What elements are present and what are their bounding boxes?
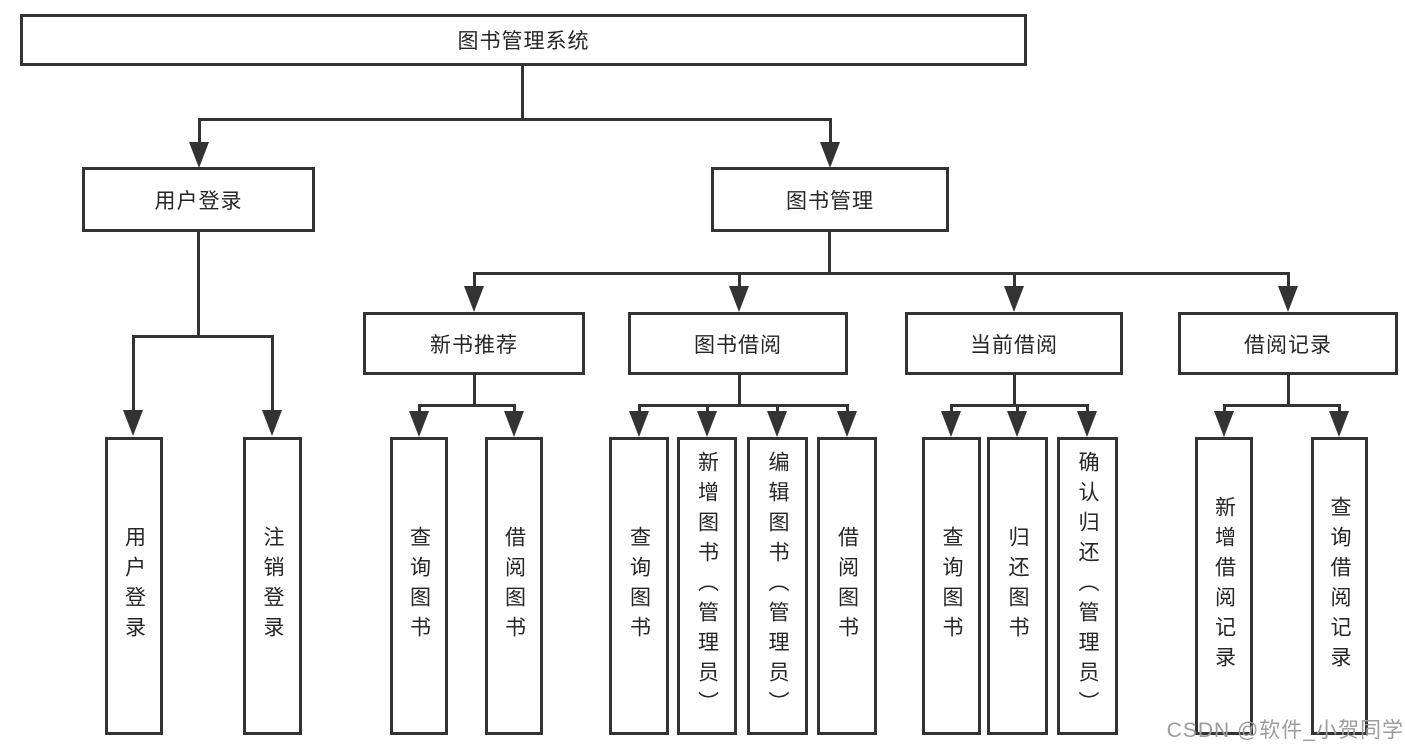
connector-vline bbox=[738, 275, 741, 287]
connector-vline bbox=[1287, 275, 1290, 287]
leaf-return-books: 归还图书 bbox=[987, 437, 1048, 735]
leaf-query-borrow-record: 查询借阅记录 bbox=[1311, 437, 1368, 735]
arrowhead-down-icon bbox=[504, 411, 524, 437]
connector-hline bbox=[198, 118, 832, 121]
node-library-management-system: 图书管理系统 bbox=[20, 14, 1027, 66]
connector-hline bbox=[950, 404, 1089, 407]
connector-vline bbox=[418, 407, 421, 412]
arrowhead-down-icon bbox=[941, 411, 961, 437]
connector-vline bbox=[706, 407, 709, 412]
connector-vline bbox=[1223, 407, 1226, 412]
leaf-add-books-admin: 新增图书（管理员） bbox=[677, 437, 737, 735]
connector-vline bbox=[198, 121, 201, 143]
connector-hline bbox=[418, 404, 516, 407]
connector-vline bbox=[473, 275, 476, 287]
connector-vline bbox=[1016, 407, 1019, 412]
connector-vline bbox=[950, 407, 953, 412]
leaf-confirm-return-admin: 确认归还（管理员） bbox=[1057, 437, 1118, 735]
connector-hline bbox=[473, 272, 1290, 275]
leaf-user-login: 用户登录 bbox=[105, 437, 163, 735]
connector-vline bbox=[1338, 407, 1341, 412]
arrowhead-down-icon bbox=[1007, 411, 1027, 437]
connector-vline bbox=[846, 407, 849, 412]
node-book-borrowing: 图书借阅 bbox=[628, 312, 848, 375]
connector-vline bbox=[513, 407, 516, 412]
arrowhead-down-icon bbox=[1329, 411, 1349, 437]
connector-vline bbox=[197, 232, 200, 338]
leaf-query-books-current: 查询图书 bbox=[922, 437, 981, 735]
connector-hline bbox=[638, 404, 849, 407]
arrowhead-down-icon bbox=[189, 142, 209, 168]
node-current-borrowing: 当前借阅 bbox=[905, 312, 1123, 375]
arrowhead-down-icon bbox=[767, 411, 787, 437]
leaf-edit-books-admin: 编辑图书（管理员） bbox=[747, 437, 808, 735]
node-new-book-recommend: 新书推荐 bbox=[363, 312, 585, 375]
node-borrowing-records: 借阅记录 bbox=[1178, 312, 1398, 375]
connector-vline bbox=[1013, 275, 1016, 287]
connector-hline bbox=[1223, 404, 1341, 407]
leaf-borrow-books: 借阅图书 bbox=[817, 437, 877, 735]
connector-hline bbox=[132, 335, 274, 338]
arrowhead-down-icon bbox=[262, 410, 282, 436]
arrowhead-down-icon bbox=[1077, 411, 1097, 437]
connector-vline bbox=[521, 66, 524, 121]
arrowhead-down-icon bbox=[1214, 411, 1234, 437]
arrowhead-down-icon bbox=[697, 411, 717, 437]
connector-vline bbox=[132, 338, 135, 412]
connector-vline bbox=[829, 121, 832, 143]
leaf-query-books-recommend: 查询图书 bbox=[390, 437, 448, 735]
connector-vline bbox=[738, 375, 741, 407]
arrowhead-down-icon bbox=[820, 142, 840, 168]
arrowhead-down-icon bbox=[409, 411, 429, 437]
leaf-logout: 注销登录 bbox=[243, 437, 302, 735]
connector-vline bbox=[1287, 375, 1290, 407]
watermark: CSDN @软件_小贺同学 bbox=[1166, 719, 1404, 742]
connector-vline bbox=[1086, 407, 1089, 412]
arrowhead-down-icon bbox=[729, 286, 749, 312]
connector-vline bbox=[1013, 375, 1016, 407]
leaf-borrow-books-recommend: 借阅图书 bbox=[485, 437, 543, 735]
arrowhead-down-icon bbox=[123, 410, 143, 436]
connector-vline bbox=[776, 407, 779, 412]
arrowhead-down-icon bbox=[464, 286, 484, 312]
arrowhead-down-icon bbox=[1278, 286, 1298, 312]
node-user-login: 用户登录 bbox=[82, 167, 315, 232]
arrowhead-down-icon bbox=[629, 411, 649, 437]
connector-vline bbox=[828, 232, 831, 275]
arrowhead-down-icon bbox=[1004, 286, 1024, 312]
connector-vline bbox=[638, 407, 641, 412]
arrowhead-down-icon bbox=[837, 411, 857, 437]
connector-vline bbox=[271, 338, 274, 412]
leaf-add-borrow-record: 新增借阅记录 bbox=[1195, 437, 1253, 735]
leaf-query-books-borrowing: 查询图书 bbox=[609, 437, 669, 735]
connector-vline bbox=[473, 375, 476, 407]
node-book-management: 图书管理 bbox=[711, 167, 949, 232]
